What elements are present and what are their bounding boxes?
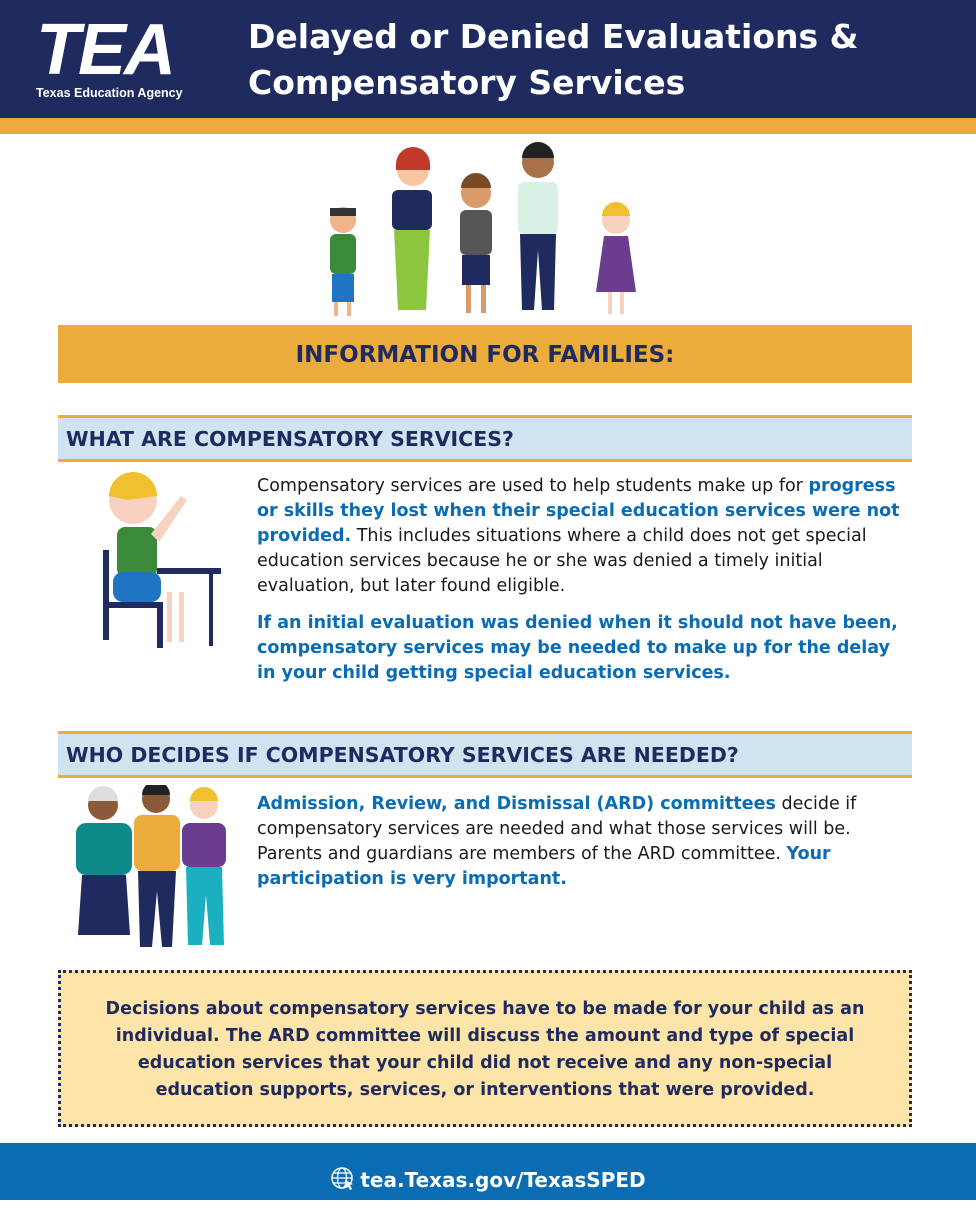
page-title: Delayed or Denied Evaluations & Compensa… — [248, 14, 858, 106]
tea-logo: TEA Texas Education Agency — [36, 14, 216, 104]
section1-paragraph-1: Compensatory services are used to help s… — [257, 474, 907, 599]
header: TEA Texas Education Agency Delayed or De… — [0, 0, 976, 118]
callout-text: Decisions about compensatory services ha… — [105, 999, 865, 1100]
section-heading-what: WHAT ARE COMPENSATORY SERVICES? — [58, 415, 912, 462]
emphasis-text: progress or skills they lost when their … — [257, 476, 900, 546]
info-banner: INFORMATION FOR FAMILIES: — [58, 325, 912, 383]
footer-link[interactable]: tea.Texas.gov/TexasSPED — [360, 1168, 646, 1192]
child-3 — [596, 202, 636, 314]
section2-paragraph: Admission, Review, and Dismissal (ARD) c… — [257, 792, 907, 892]
emphasis-text: Your participation is very important. — [257, 844, 831, 889]
section1-body: Compensatory services are used to help s… — [257, 474, 907, 686]
student-at-desk-illustration — [103, 472, 221, 648]
section1-paragraph-2: If an initial evaluation was denied when… — [257, 613, 898, 683]
ard-committee-illustration — [76, 785, 226, 947]
section2-body: Admission, Review, and Dismissal (ARD) c… — [257, 792, 907, 892]
globe-cursor-icon — [331, 1167, 354, 1190]
footer: tea.Texas.gov/TexasSPED — [0, 1143, 976, 1200]
woman — [392, 147, 432, 310]
text: decide if compensatory services are need… — [257, 794, 857, 864]
text: Compensatory services are used to help s… — [257, 476, 809, 496]
decision-callout: Decisions about compensatory services ha… — [58, 970, 912, 1127]
text: This includes situations where a child d… — [257, 526, 867, 596]
family-illustration — [330, 142, 636, 316]
logo-subtitle: Texas Education Agency — [36, 86, 183, 100]
orange-stripe — [0, 118, 976, 134]
title-line-2: Compensatory Services — [248, 63, 686, 102]
child-1 — [330, 207, 356, 316]
logo-mark: TEA — [36, 10, 176, 90]
child-2 — [460, 173, 492, 313]
section-heading-who: WHO DECIDES IF COMPENSATORY SERVICES ARE… — [58, 731, 912, 778]
emphasis-text: Admission, Review, and Dismissal (ARD) c… — [257, 794, 776, 814]
man — [518, 142, 558, 310]
title-line-1: Delayed or Denied Evaluations & — [248, 17, 859, 56]
